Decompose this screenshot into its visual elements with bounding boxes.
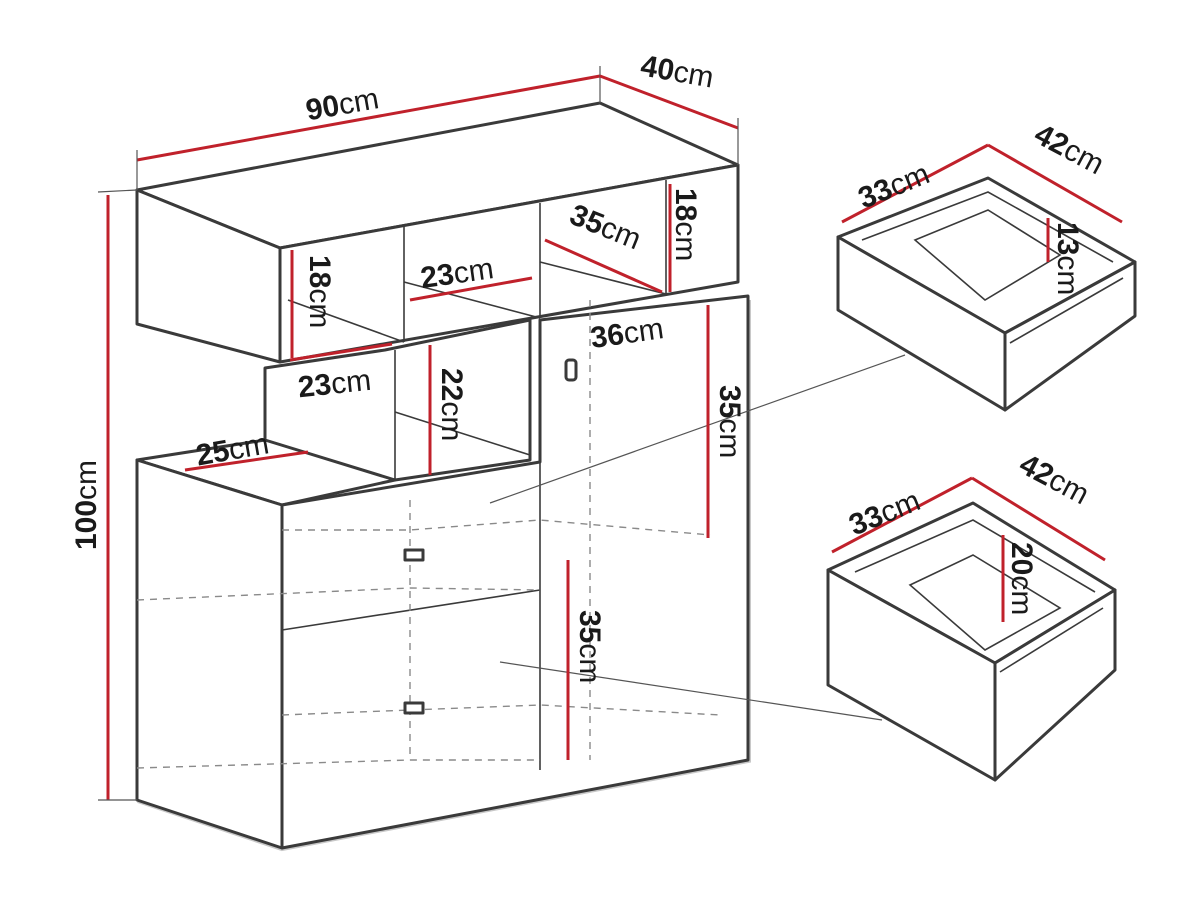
label-cabinet-width: 90cm [303, 82, 381, 127]
label-cabinet-height: 100cm [70, 460, 103, 550]
label-open-niche-width: 23cm [296, 364, 372, 404]
top-shelf-front [278, 163, 740, 364]
dimension-lines [97, 66, 1123, 801]
drawer-lower-detail [826, 501, 1117, 782]
drawer-handle-upper [403, 548, 425, 562]
cabinet-drawing [135, 101, 906, 852]
label-open-niche-height: 22cm [435, 368, 468, 441]
leader-line-drawer-lower [499, 661, 883, 721]
leader-line-drawer-upper [489, 354, 906, 504]
label-top-shelf-height-right: 18cm [669, 188, 702, 261]
label-drawer2-height: 20cm [1005, 542, 1038, 615]
label-door-width: 36cm [588, 312, 665, 355]
label-left-top-depth: 25cm [193, 427, 271, 472]
label-door-upper-height: 35cm [713, 385, 746, 458]
label-top-shelf-height-left: 18cm [303, 255, 336, 328]
drawer-upper-detail [836, 176, 1137, 412]
label-door-lower-height: 35cm [573, 610, 606, 683]
lower-body-left-side [135, 458, 284, 850]
drawer-handle-lower [403, 701, 425, 715]
label-top-shelf-width-middle: 23cm [418, 252, 495, 295]
label-drawer1-height: 13cm [1051, 222, 1084, 295]
label-drawer2-depth: 42cm [1014, 448, 1094, 512]
label-drawer1-depth: 42cm [1029, 118, 1109, 182]
label-cabinet-depth: 40cm [638, 49, 716, 94]
door-handle [564, 358, 578, 382]
